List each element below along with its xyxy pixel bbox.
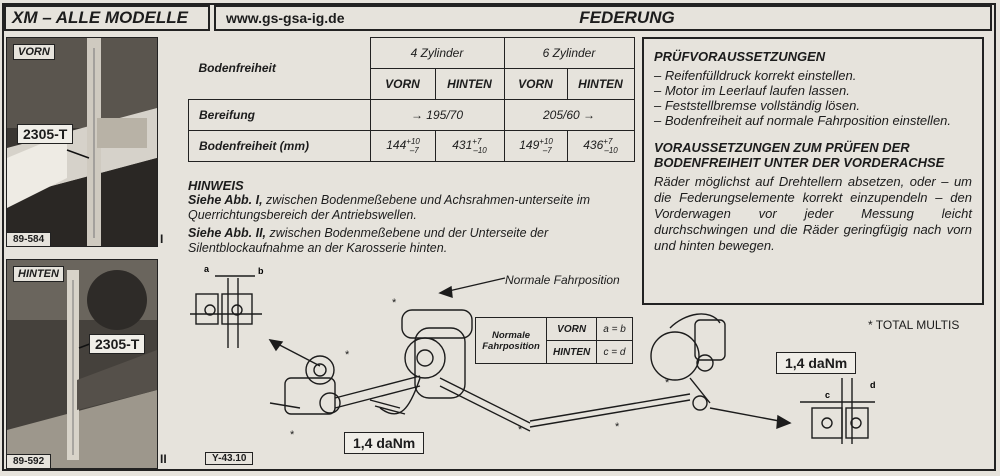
clearance-4cyl-vorn: 144+10–7	[369, 130, 436, 162]
np-table-label: Normale Fahrposition	[475, 317, 547, 364]
pruef-list: – Reifenfülldruck korrekt einstellen. – …	[654, 68, 972, 128]
pruef-paragraph: Räder möglichst auf Drehtellern absetzen…	[654, 174, 972, 253]
outer-frame	[2, 3, 996, 471]
col-6cyl-vorn: VORN	[503, 68, 568, 100]
total-multis-note: * TOTAL MULTIS	[868, 318, 960, 332]
photo-rear-tag: HINTEN	[13, 266, 64, 282]
torque-left: 1,4 daNm	[344, 432, 425, 454]
photo-front-tag: VORN	[13, 44, 55, 60]
header-model: XM – ALLE MODELLE	[4, 5, 210, 31]
header-title: FEDERUNG	[384, 5, 992, 31]
normal-position-label: Normale Fahrposition	[505, 273, 620, 287]
table-title: Bodenfreiheit	[188, 37, 371, 100]
photo-front: VORN 2305-T 89-584	[6, 37, 158, 247]
photo-front-code: 89-584	[7, 232, 52, 246]
asterisk-mark: *	[518, 424, 523, 436]
photo-front-ref: 2305-T	[17, 124, 74, 144]
np-hinten-eq: c = d	[596, 340, 633, 364]
asterisk-mark: *	[615, 421, 620, 433]
hinweis-para-1: Siehe Abb. I, zwischen Bodenmeßebene und…	[188, 193, 591, 222]
asterisk-mark: *	[345, 349, 350, 361]
clearance-4cyl-hinten: 431+7–10	[434, 130, 505, 162]
group-4cyl: 4 Zylinder	[369, 37, 505, 69]
drive-hub	[404, 337, 446, 379]
clearance-6cyl-vorn: 149+10–7	[503, 130, 568, 162]
figure-label-ii: II	[160, 452, 167, 466]
group-6cyl: 6 Zylinder	[503, 37, 635, 69]
col-6cyl-hinten: HINTEN	[566, 68, 635, 100]
asterisk-mark: *	[392, 297, 397, 309]
detail-left-block-2	[221, 293, 253, 325]
list-item: – Motor im Leerlauf laufen lassen.	[654, 83, 850, 98]
photo-rear-code: 89-592	[7, 454, 52, 468]
np-hinten: HINTEN	[545, 340, 598, 364]
header-url[interactable]: www.gs-gsa-ig.de	[214, 5, 384, 31]
torque-right: 1,4 daNm	[776, 352, 857, 374]
bereifung-4cyl: → 195/70	[369, 99, 505, 131]
pruefvoraussetzungen-box: PRÜFVORAUSSETZUNGEN – Reifenfülldruck ko…	[642, 37, 984, 305]
dim-letter-c: c	[825, 390, 830, 400]
clearance-6cyl-hinten: 436+7–10	[566, 130, 635, 162]
hinweis-section: HINWEIS Siehe Abb. I, zwischen Bodenmeße…	[188, 178, 628, 259]
np-vorn: VORN	[545, 317, 598, 341]
dim-letter-b: b	[258, 266, 264, 276]
photo-rear-ref: 2305-T	[89, 334, 146, 354]
list-item: – Reifenfülldruck korrekt einstellen.	[654, 68, 857, 83]
col-4cyl-hinten: HINTEN	[434, 68, 505, 100]
detail-left-block	[195, 293, 219, 325]
bereifung-6cyl: 205/60 →	[503, 99, 635, 131]
engine-mount	[401, 309, 473, 339]
asterisk-mark: *	[665, 377, 670, 389]
np-vorn-eq: a = b	[596, 317, 633, 341]
pruef-heading-2: VORAUSSETZUNGEN ZUM PRÜFEN DER BODENFREI…	[654, 140, 945, 170]
dim-letter-a: a	[204, 264, 210, 274]
ground-clearance-table: Bodenfreiheit 4 Zylinder 6 Zylinder VORN…	[188, 37, 635, 162]
list-item: – Feststellbremse vollständig lösen.	[654, 98, 860, 113]
normal-position-table: Normale Fahrposition VORN a = b HINTEN c…	[475, 317, 633, 364]
row-bodenfreiheit-label: Bodenfreiheit (mm)	[188, 130, 371, 162]
hinweis-para-2: Siehe Abb. II, zwischen Bodenmeßebene un…	[188, 226, 549, 255]
asterisk-mark: *	[290, 429, 295, 441]
col-4cyl-vorn: VORN	[369, 68, 436, 100]
left-wheel-hub	[305, 355, 335, 385]
photo-rear-image	[7, 260, 157, 468]
row-bereifung-label: Bereifung	[188, 99, 371, 131]
suspension-diagram: a b c d * * * * * *	[190, 264, 876, 444]
list-item: – Bodenfreiheit auf normale Fahrposition…	[654, 113, 952, 128]
pruef-heading: PRÜFVORAUSSETZUNGEN	[654, 49, 826, 64]
figure-label-i: I	[160, 232, 164, 246]
hinweis-heading: HINWEIS	[188, 178, 244, 193]
photo-rear: HINTEN 2305-T 89-592	[6, 259, 158, 469]
figure-code: Y-43.10	[205, 452, 254, 465]
dim-letter-d: d	[870, 380, 876, 390]
right-wheel	[650, 331, 700, 381]
